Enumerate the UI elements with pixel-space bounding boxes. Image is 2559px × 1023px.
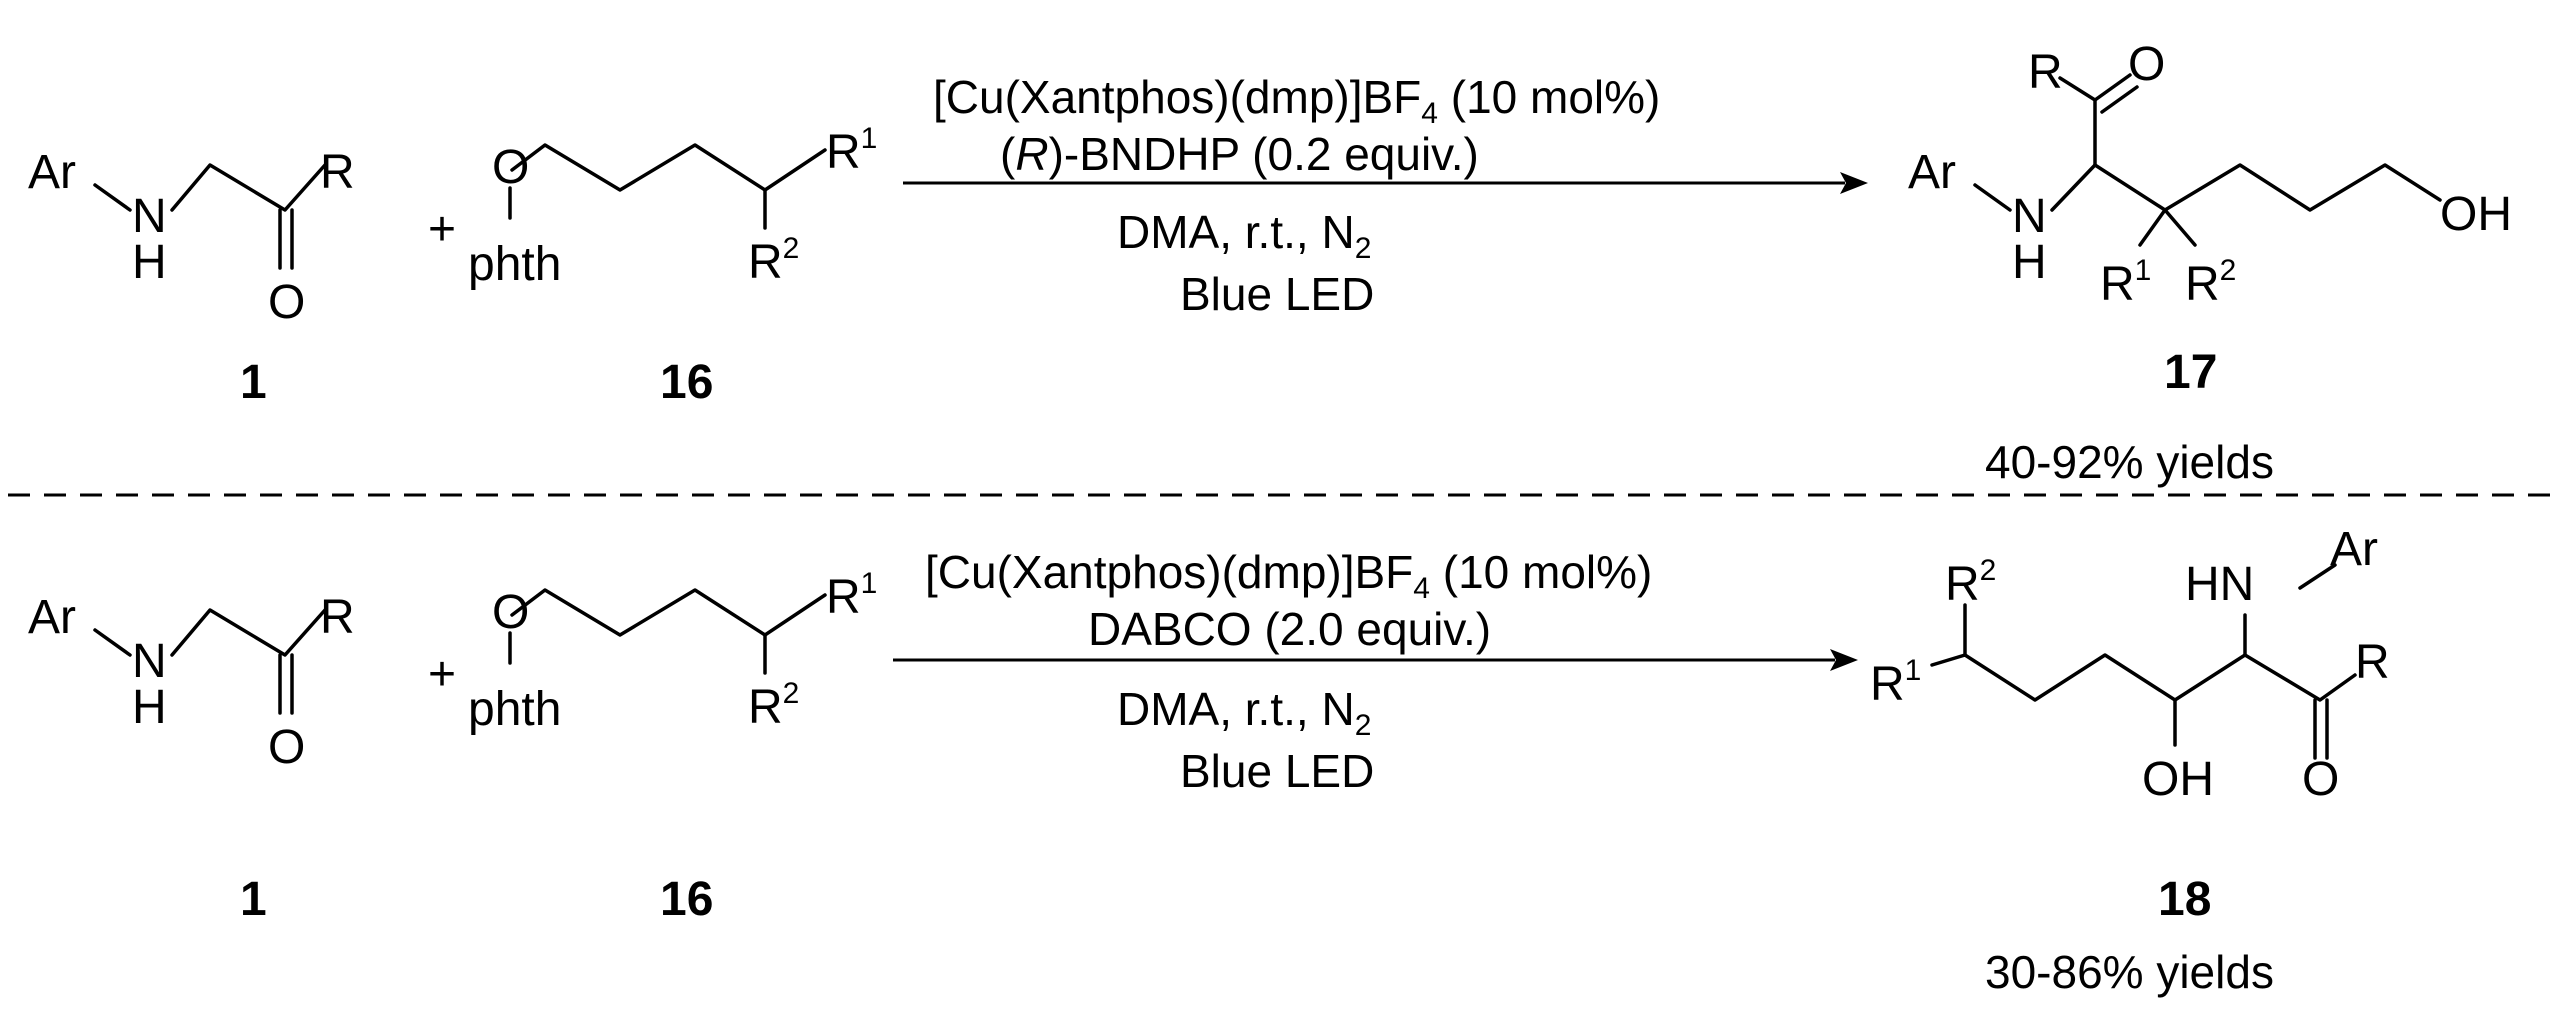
light-line-top: Blue LED xyxy=(1180,268,1374,320)
bond xyxy=(2138,208,2197,247)
atom-ar: Ar xyxy=(28,146,76,199)
atom-oh: OH xyxy=(2440,188,2512,241)
atom-ar: Ar xyxy=(2330,523,2378,576)
atom-o: O xyxy=(268,276,305,329)
atom-o: O xyxy=(2128,38,2165,91)
product-17-structure: Ar N H R O OH R1 R2 xyxy=(1908,38,2512,311)
reactant-1-structure-bottom: Ar N H R O xyxy=(28,591,355,774)
atom-r1: R1 xyxy=(2100,254,2151,311)
atom-r: R xyxy=(320,591,355,644)
bond xyxy=(2058,76,2097,167)
product-17-yield: 40-92% yields xyxy=(1985,436,2274,488)
catalyst-line-top: [Cu(Xantphos)(dmp)]BF4 (10 mol%) xyxy=(933,71,1660,130)
double-bond-co xyxy=(278,208,294,270)
reactant-16-structure-bottom: O phth R1 R2 xyxy=(468,567,877,736)
reaction-arrow-top-head xyxy=(1840,172,1868,194)
plus-sign: + xyxy=(428,203,456,256)
product-17-label: 17 xyxy=(2164,346,2217,399)
bottom-reaction: Ar N H R O + O phth R1 R2 1 16 [Cu(Xantp… xyxy=(28,523,2390,998)
atom-n: N xyxy=(132,190,167,243)
atom-o: O xyxy=(492,141,529,194)
atom-phth: phth xyxy=(468,238,561,291)
bond xyxy=(510,588,827,637)
atom-r: R xyxy=(2355,636,2390,689)
atom-h: H xyxy=(132,681,167,734)
atom-ar: Ar xyxy=(1908,146,1956,199)
atom-ar: Ar xyxy=(28,591,76,644)
top-reaction: Ar N H R O + O phth R1 R2 1 16 [Cu(Xantp… xyxy=(28,38,2512,488)
bond xyxy=(93,628,132,657)
bond xyxy=(170,608,327,657)
atom-r2: R2 xyxy=(748,232,799,289)
bond xyxy=(93,183,132,212)
atom-n: N xyxy=(2012,190,2047,243)
reactant-16-label-top: 16 xyxy=(660,356,713,409)
atom-r: R xyxy=(320,146,355,199)
plus-sign: + xyxy=(428,648,456,701)
atom-r2: R2 xyxy=(748,677,799,734)
double-bond-co xyxy=(278,653,294,715)
bond xyxy=(2298,563,2337,590)
reactant-1-label-top: 1 xyxy=(240,356,267,409)
additive-line-bottom: DABCO (2.0 equiv.) xyxy=(1088,603,1491,655)
catalyst-line-bottom: [Cu(Xantphos)(dmp)]BF4 (10 mol%) xyxy=(925,546,1652,605)
atom-phth: phth xyxy=(468,683,561,736)
reactant-1-label-bottom: 1 xyxy=(240,873,267,926)
bond xyxy=(510,143,827,192)
atom-r1: R1 xyxy=(826,122,877,179)
additive-line-top: (R)-BNDHP (0.2 equiv.) xyxy=(1000,128,1479,180)
atom-h: H xyxy=(132,236,167,289)
atom-n: N xyxy=(132,635,167,688)
bond xyxy=(170,163,327,212)
double-bond-co xyxy=(2313,698,2329,760)
atom-r1: R1 xyxy=(1870,654,1921,711)
atom-o: O xyxy=(2302,753,2339,806)
product-18-yield: 30-86% yields xyxy=(1985,946,2274,998)
solvent-line-bottom: DMA, r.t., N2 xyxy=(1117,683,1371,742)
bond xyxy=(1973,183,2012,212)
atom-r2: R2 xyxy=(2185,254,2236,311)
reaction-arrow-bottom-head xyxy=(1830,649,1858,671)
atom-h: H xyxy=(2012,236,2047,289)
atom-o: O xyxy=(492,586,529,639)
double-bond-co xyxy=(2093,73,2139,114)
reactant-16-label-bottom: 16 xyxy=(660,873,713,926)
light-line-bottom: Blue LED xyxy=(1180,745,1374,797)
reactant-1-structure-top: Ar N H R O xyxy=(28,146,355,329)
product-18-label: 18 xyxy=(2158,873,2211,926)
atom-oh: OH xyxy=(2142,753,2214,806)
atom-r1: R1 xyxy=(826,567,877,624)
bond xyxy=(2050,163,2442,212)
atom-r: R xyxy=(2028,46,2063,99)
product-18-structure: R1 R2 HN Ar R OH O xyxy=(1870,523,2390,806)
atom-o: O xyxy=(268,721,305,774)
reactant-16-structure-top: O phth R1 R2 xyxy=(468,122,877,291)
atom-r2: R2 xyxy=(1945,554,1996,611)
bond xyxy=(1930,653,2357,702)
atom-hn: HN xyxy=(2185,558,2254,611)
solvent-line-top: DMA, r.t., N2 xyxy=(1117,206,1371,265)
